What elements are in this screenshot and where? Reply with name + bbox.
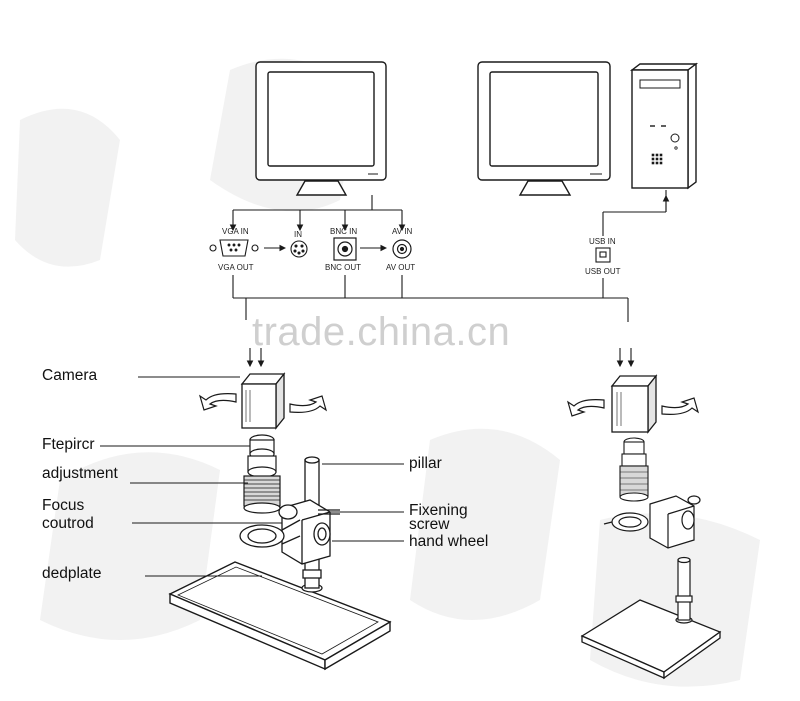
focus-label: Focus: [42, 497, 85, 514]
bnc-port-icon: [333, 237, 357, 261]
rotate-arrow-icon: [198, 393, 328, 413]
adjustment-label: adjustment: [42, 465, 118, 482]
camera-label: Camera: [42, 367, 98, 384]
av-port-icon: [392, 239, 412, 259]
label-leaders: [100, 376, 404, 577]
bnc-out-label: BNC OUT: [325, 263, 361, 272]
monitor-icon-2: [477, 61, 611, 196]
lens-tube: [243, 434, 281, 514]
in-label: IN: [294, 230, 302, 239]
coutrod-label: coutrod: [42, 515, 94, 532]
right-base-plate: [580, 599, 722, 680]
av-in-label: AV IN: [392, 227, 413, 236]
pillar-label: pillar: [409, 455, 442, 472]
watermark: trade.china.cn: [252, 310, 511, 354]
usb-port-icon: [595, 247, 611, 263]
fixening-label: Fixening: [409, 502, 468, 519]
right-lens-tube: [619, 437, 649, 502]
av-out-label: AV OUT: [386, 263, 416, 272]
s-video-port-icon: [290, 240, 308, 258]
camera-body: [240, 372, 286, 430]
vga-out-label: VGA OUT: [218, 263, 254, 272]
monitor-icon-1: [255, 61, 387, 196]
right-rotate-arrow-icon: [566, 397, 700, 417]
right-pillar: [675, 556, 693, 624]
computer-tower-icon: [629, 62, 699, 190]
vga-port-icon: [209, 239, 259, 257]
ftepircr-label: Ftepircr: [42, 436, 95, 453]
usb-in-label: USB IN: [589, 237, 616, 246]
dedplate-label: dedplate: [42, 565, 102, 582]
vga-in-label: VGA IN: [222, 227, 249, 236]
connection-lines: [229, 190, 670, 368]
focus-holder: [239, 499, 340, 565]
right-focus-holder: [603, 495, 701, 549]
base-plate: [168, 561, 392, 671]
hand-wheel-label: hand wheel: [409, 533, 489, 550]
right-camera-body: [610, 374, 658, 434]
bnc-in-label: BNC IN: [330, 227, 358, 236]
screw-label: screw: [409, 516, 450, 533]
usb-out-label: USB OUT: [585, 267, 621, 276]
